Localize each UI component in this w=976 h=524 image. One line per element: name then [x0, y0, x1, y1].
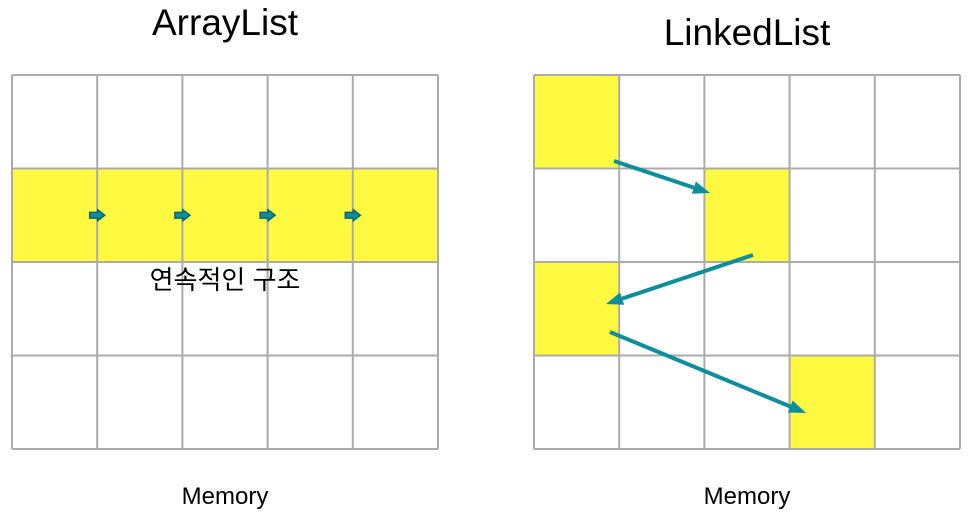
linkedlist-memory-cell-highlighted — [534, 75, 620, 169]
arraylist-memory-cell-highlighted — [352, 168, 438, 262]
memory-label-right: Memory — [703, 483, 791, 510]
linkedlist-title: LinkedList — [663, 12, 831, 53]
arraylist-title: ArrayList — [152, 2, 298, 43]
flow-arrow-icon — [88, 208, 106, 223]
link-arrow-head — [787, 400, 806, 413]
link-arrow-line — [609, 330, 792, 409]
arraylist-memory-cell-highlighted — [267, 168, 353, 262]
arraylist-memory-cell-highlighted — [97, 168, 183, 262]
linkedlist-memory-cell-highlighted — [704, 168, 790, 262]
arraylist-memory-cell-highlighted — [182, 168, 268, 262]
contiguous-structure-caption: 연속적인 구조 — [149, 265, 301, 295]
arraylist-memory-cell-highlighted — [12, 168, 98, 262]
flow-arrow-icon — [344, 208, 362, 223]
link-arrow-line — [613, 159, 695, 190]
memory-label-left: Memory — [181, 483, 269, 510]
link-arrow-head — [691, 181, 710, 194]
linkedlist-memory-cell-highlighted — [534, 262, 620, 356]
flow-arrow-icon — [174, 208, 192, 223]
link-arrow-line — [621, 253, 754, 301]
flow-arrow-icon — [259, 208, 277, 223]
link-arrow-head — [606, 292, 625, 305]
linkedlist-memory-cell-highlighted — [789, 355, 875, 449]
